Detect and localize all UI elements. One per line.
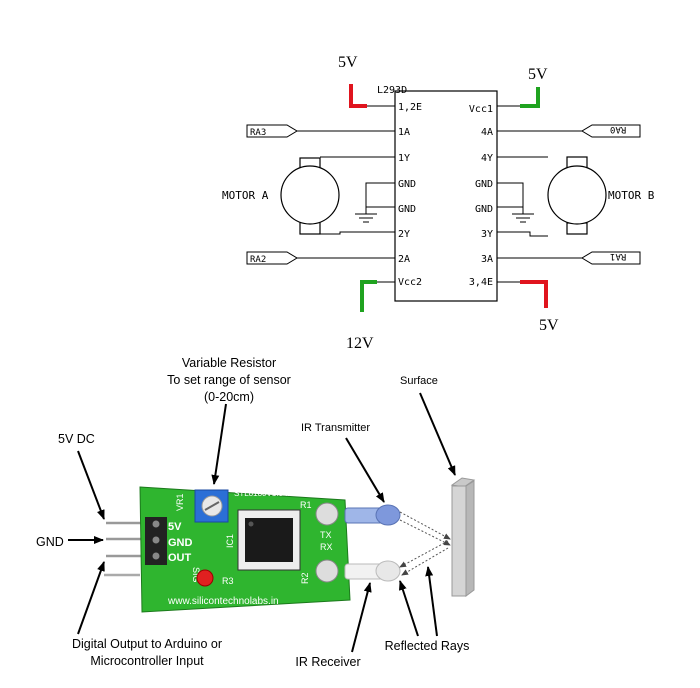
pin-label: Vcc1 xyxy=(469,104,493,115)
pin-label: Vcc2 xyxy=(398,277,422,288)
potentiometer xyxy=(194,489,229,523)
pin-label: 3Y xyxy=(481,229,493,240)
board-label: R1 xyxy=(300,500,312,510)
input-tag: RA1 xyxy=(581,251,641,265)
ir-socket xyxy=(315,559,339,583)
pin-label: GND xyxy=(475,204,493,215)
board-label: RX xyxy=(320,542,333,552)
board-label: R3 xyxy=(222,576,234,586)
right-pin-labels: Vcc1 4A 4Y GND GND 3Y 3A 3,4E xyxy=(469,104,493,288)
input-tag-label: RA0 xyxy=(610,124,626,134)
board-pin-label: GND xyxy=(168,537,193,549)
ir-receiver-led xyxy=(344,560,401,582)
pin-label: GND xyxy=(475,179,493,190)
board-bottom-text: www.silicontechnolabs.in xyxy=(167,596,279,607)
pin-label: 4A xyxy=(481,127,493,138)
five-v-dc-label: 5V DC xyxy=(58,432,95,446)
gnd-label: GND xyxy=(36,535,64,549)
pin-label: GND xyxy=(398,179,416,190)
ir-receiver-label: IR Receiver xyxy=(295,655,360,669)
supply-label: 5V xyxy=(338,54,358,71)
board-pin-label: 5V xyxy=(168,521,182,533)
pin-headers xyxy=(104,521,145,577)
reflected-rays-label: Reflected Rays xyxy=(385,639,470,653)
surface-block xyxy=(450,477,476,597)
input-tag-label: RA1 xyxy=(610,251,626,261)
motor-b-label: MOTOR B xyxy=(608,189,655,202)
left-pin-labels: 1,2E 1A 1Y GND GND 2Y 2A Vcc2 xyxy=(398,102,422,288)
pin-label: 4Y xyxy=(481,153,493,164)
variable-resistor-caption: To set range of sensor xyxy=(167,373,291,387)
pin-label: 3A xyxy=(481,254,493,265)
supply-wire-red xyxy=(520,280,548,308)
input-tag: RA2 xyxy=(246,251,298,265)
pin-label: 1A xyxy=(398,127,410,138)
motor-a-icon xyxy=(280,157,340,235)
supply-label: 5V xyxy=(539,317,559,334)
pin-label: 3,4E xyxy=(469,277,493,288)
digital-output-caption: Digital Output to Arduino or xyxy=(72,637,222,651)
pin-label: GND xyxy=(398,204,416,215)
supply-label: 12V xyxy=(346,335,374,352)
pin-label: 1Y xyxy=(398,153,410,164)
annotation-arrows xyxy=(68,392,456,653)
pin-wires xyxy=(296,105,582,283)
ir-rays xyxy=(399,511,451,576)
ir-sensor-diagram: Variable Resistor To set range of sensor… xyxy=(36,356,476,669)
indicator-led xyxy=(196,569,214,587)
pin-label: 2A xyxy=(398,254,410,265)
input-tag-label: RA2 xyxy=(250,255,266,265)
board-pin-label: OUT xyxy=(168,552,192,564)
input-tag: RA3 xyxy=(246,124,298,138)
board-top-text: STL8180V1.0 IR Sensor xyxy=(234,489,321,498)
supply-label: 5V xyxy=(528,66,548,83)
pin-label: 1,2E xyxy=(398,102,422,113)
header-block xyxy=(145,517,167,565)
supply-wire-green xyxy=(520,87,540,108)
board-label: SIG xyxy=(191,567,201,583)
board-label: R2 xyxy=(300,572,310,584)
comparator-ic xyxy=(237,509,301,571)
board-label: IC1 xyxy=(225,534,235,548)
ir-transmitter-led xyxy=(344,504,401,526)
input-tag: RA0 xyxy=(581,124,641,138)
board-label: TX xyxy=(320,530,332,540)
chip-label: L293D xyxy=(377,85,407,96)
l293d-chip xyxy=(394,90,498,302)
motor-a-label: MOTOR A xyxy=(222,189,269,202)
variable-resistor-caption: Variable Resistor xyxy=(182,356,276,370)
supply-wire-green xyxy=(360,280,377,312)
motor-b-icon xyxy=(547,156,607,235)
supply-wire-red xyxy=(349,84,367,108)
input-tag-label: RA3 xyxy=(250,128,266,138)
ir-transmitter-label: IR Transmitter xyxy=(301,422,370,434)
pin-label: 2Y xyxy=(398,229,410,240)
board-label: VR1 xyxy=(175,493,185,511)
digital-output-caption: Microcontroller Input xyxy=(90,654,204,668)
ir-socket xyxy=(315,502,339,526)
variable-resistor-caption: (0-20cm) xyxy=(204,390,254,404)
motor-driver-schematic: L293D 1,2E 1A 1Y GND GND 2Y 2A Vcc2 Vcc1… xyxy=(222,54,655,352)
surface-label: Surface xyxy=(400,375,438,387)
